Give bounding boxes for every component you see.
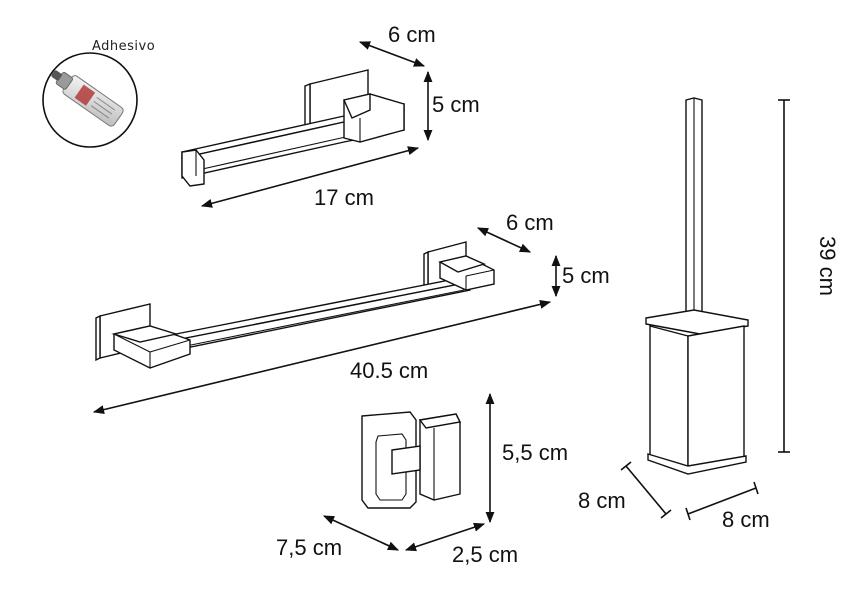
brush-holder-depth-cap-b [660, 509, 672, 519]
brush-holder-width-cap-a [685, 507, 691, 521]
paper-holder-height-label: 5 cm [432, 92, 480, 117]
robe-hook-dimensions: 5,5 cm 7,5 cm 2,5 cm [276, 392, 568, 567]
robe-hook-drawing [361, 411, 462, 509]
robe-hook-depth-label: 2,5 cm [452, 542, 518, 567]
brush-holder-depth-line [625, 465, 667, 515]
paper-holder-width-label: 17 cm [314, 185, 374, 210]
paper-holder-depth-label: 6 cm [388, 22, 436, 47]
towel-bar-dimensions: 6 cm 5 cm 40.5 cm [92, 210, 610, 414]
brush-holder-depth-label: 8 cm [578, 488, 626, 513]
paper-holder-depth-arrow [358, 41, 426, 67]
brush-holder-width-cap-b [753, 481, 759, 495]
robe-hook-height-label: 5,5 cm [502, 440, 568, 465]
adhesive-badge: Adhesivo [42, 39, 155, 148]
paper-holder-width-arrow [200, 146, 420, 208]
towel-bar-drawing [95, 241, 495, 369]
adhesive-label: Adhesivo [92, 39, 155, 54]
towel-bar-depth-label: 6 cm [506, 210, 554, 235]
adhesive-tube-icon [51, 70, 124, 127]
brush-holder-drawing [645, 97, 749, 475]
towel-bar-width-arrow [92, 300, 552, 414]
towel-bar-height-label: 5 cm [562, 263, 610, 288]
brush-holder-height-label: 39 cm [815, 236, 840, 296]
brush-holder-width-line [687, 487, 757, 515]
robe-hook-width-label: 7,5 cm [276, 535, 342, 560]
robe-hook-width-arrow [322, 515, 400, 551]
paper-holder-drawing [181, 69, 405, 187]
paper-holder-dimensions: 6 cm 5 cm 17 cm [200, 22, 480, 210]
brush-holder-depth-cap-a [620, 461, 632, 471]
brush-holder-dimensions: 39 cm 8 cm 8 cm [578, 99, 840, 532]
robe-hook-depth-arrow [404, 522, 486, 552]
towel-bar-width-label: 40.5 cm [350, 358, 428, 383]
towel-bar-depth-arrow [476, 227, 532, 253]
brush-holder-width-label: 8 cm [722, 507, 770, 532]
